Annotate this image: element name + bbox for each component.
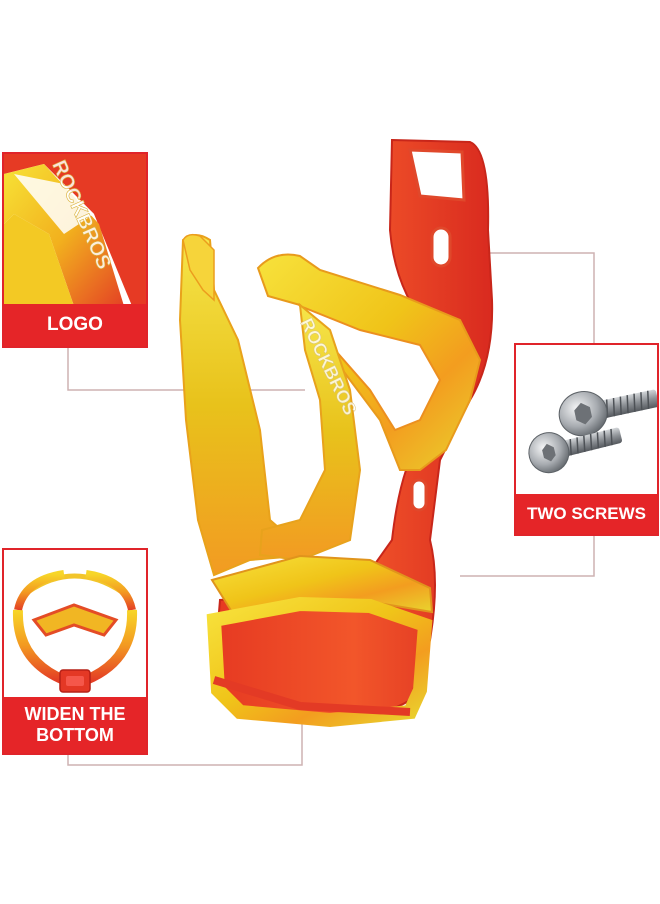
screws-label: TWO SCREWS (516, 494, 657, 534)
screws-leader-line-bottom (460, 536, 595, 577)
widen-bottom-label-line2: BOTTOM (36, 725, 114, 745)
screws-callout: TWO SCREWS (514, 343, 659, 536)
screws-icon (528, 389, 657, 474)
widen-bottom-label-line1: WIDEN THE (24, 704, 126, 725)
logo-leader-line (67, 348, 305, 391)
logo-label: LOGO (4, 304, 146, 346)
cage-bottom-view-icon (12, 570, 138, 693)
brand-logo-text: ROCKBROS (296, 315, 360, 418)
rockbros-logo-closeup-icon: ROCKBROS (4, 154, 146, 306)
screws-leader-line-top (465, 252, 595, 343)
widen-bottom-label: WIDEN THE BOTTOM (4, 697, 146, 753)
widen-bottom-callout: WIDEN THE BOTTOM (2, 548, 148, 755)
logo-callout: ROCKBROS LOGO (2, 152, 148, 348)
